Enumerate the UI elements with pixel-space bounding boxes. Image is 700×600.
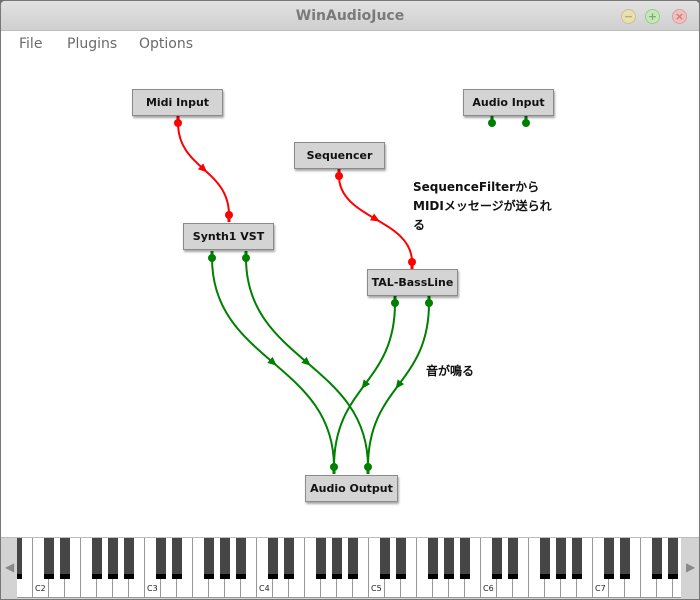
output-pin[interactable]: [174, 119, 182, 127]
node-midi-input[interactable]: Midi Input: [132, 89, 223, 116]
black-key[interactable]: [156, 538, 166, 579]
black-key[interactable]: [44, 538, 54, 579]
octave-label: C5: [371, 584, 382, 593]
maximize-icon[interactable]: +: [645, 9, 660, 24]
octave-label: C7: [595, 584, 606, 593]
black-key[interactable]: [268, 538, 278, 579]
black-key[interactable]: [17, 538, 22, 579]
midi-annotation: SequenceFilterから MIDIメッセージが送られ る: [413, 178, 552, 235]
black-key[interactable]: [396, 538, 406, 579]
black-key[interactable]: [572, 538, 582, 579]
menu-bar: File Plugins Options: [1, 32, 699, 56]
piano-keys[interactable]: C2 C3 C4 C5 C6 C7: [17, 538, 681, 598]
annotation-line: SequenceFilterから: [413, 180, 540, 194]
white-key[interactable]: [65, 538, 81, 597]
black-key[interactable]: [92, 538, 102, 579]
white-key[interactable]: [353, 538, 369, 597]
filter-graph: Midi Input Audio Input Sequencer Synth1 …: [1, 56, 699, 536]
black-key[interactable]: [60, 538, 70, 579]
output-pin[interactable]: [242, 254, 250, 262]
black-key[interactable]: [124, 538, 134, 579]
black-key[interactable]: [652, 538, 662, 579]
title-bar: WinAudioJuce − + ×: [1, 1, 699, 31]
black-key[interactable]: [444, 538, 454, 579]
menu-file[interactable]: File: [19, 36, 43, 52]
connection-arrow-icon: [361, 379, 371, 390]
black-key[interactable]: [172, 538, 182, 579]
white-key[interactable]: [177, 538, 193, 597]
node-audio-output[interactable]: Audio Output: [305, 475, 398, 502]
output-pin[interactable]: [335, 172, 343, 180]
black-key[interactable]: [668, 538, 678, 579]
white-key[interactable]: [17, 538, 33, 597]
output-pin[interactable]: [208, 254, 216, 262]
white-key[interactable]: [129, 538, 145, 597]
annotation-line: る: [413, 218, 426, 232]
octave-label: C3: [147, 584, 158, 593]
input-pin[interactable]: [408, 258, 416, 266]
minimize-icon[interactable]: −: [621, 9, 636, 24]
audio-annotation: 音が鳴る: [426, 364, 475, 378]
octave-label: C4: [259, 584, 270, 593]
node-tal-bassline[interactable]: TAL-BassLine: [367, 269, 458, 296]
output-pin[interactable]: [522, 119, 530, 127]
connection-arrow-icon: [267, 356, 277, 366]
white-key[interactable]: [625, 538, 641, 597]
connection-arrow-icon: [370, 213, 380, 222]
scroll-right-icon[interactable]: ▶: [686, 560, 696, 574]
annotation-line: MIDIメッセージが送られ: [413, 199, 552, 213]
white-key[interactable]: [241, 538, 257, 597]
black-key[interactable]: [460, 538, 470, 579]
white-key[interactable]: [289, 538, 305, 597]
scroll-left-icon[interactable]: ◀: [5, 560, 15, 574]
black-key[interactable]: [540, 538, 550, 579]
black-key[interactable]: [204, 538, 214, 579]
black-key[interactable]: [284, 538, 294, 579]
octave-label: C6: [483, 584, 494, 593]
octave-label: C2: [35, 584, 46, 593]
white-key[interactable]: [401, 538, 417, 597]
black-key[interactable]: [332, 538, 342, 579]
input-pin[interactable]: [330, 463, 338, 471]
output-pin[interactable]: [488, 119, 496, 127]
input-pin[interactable]: [225, 211, 233, 219]
black-key[interactable]: [492, 538, 502, 579]
output-pin[interactable]: [391, 299, 399, 307]
black-key[interactable]: [236, 538, 246, 579]
node-synth1-vst[interactable]: Synth1 VST: [183, 223, 274, 250]
black-key[interactable]: [604, 538, 614, 579]
connection-arrow-icon: [301, 356, 311, 366]
output-pin[interactable]: [425, 299, 433, 307]
black-key[interactable]: [220, 538, 230, 579]
black-key[interactable]: [556, 538, 566, 579]
input-pin[interactable]: [364, 463, 372, 471]
window-title: WinAudioJuce: [295, 8, 405, 24]
white-key[interactable]: [577, 538, 593, 597]
black-key[interactable]: [348, 538, 358, 579]
connection-arrow-icon: [197, 163, 208, 173]
connection-layer: [174, 116, 530, 474]
connection-arrow-icon: [395, 379, 405, 390]
menu-plugins[interactable]: Plugins: [67, 36, 118, 52]
menu-options[interactable]: Options: [139, 36, 194, 52]
black-key[interactable]: [380, 538, 390, 579]
node-sequencer[interactable]: Sequencer: [294, 142, 385, 169]
midi-keyboard: ◀ C2 C3 C4 C5 C6 C7 ▶: [1, 537, 699, 599]
black-key[interactable]: [428, 538, 438, 579]
black-key[interactable]: [108, 538, 118, 579]
node-audio-input[interactable]: Audio Input: [463, 89, 554, 116]
black-key[interactable]: [620, 538, 630, 579]
black-key[interactable]: [316, 538, 326, 579]
close-icon[interactable]: ×: [672, 9, 687, 24]
black-key[interactable]: [508, 538, 518, 579]
white-key[interactable]: [513, 538, 529, 597]
white-key[interactable]: [465, 538, 481, 597]
